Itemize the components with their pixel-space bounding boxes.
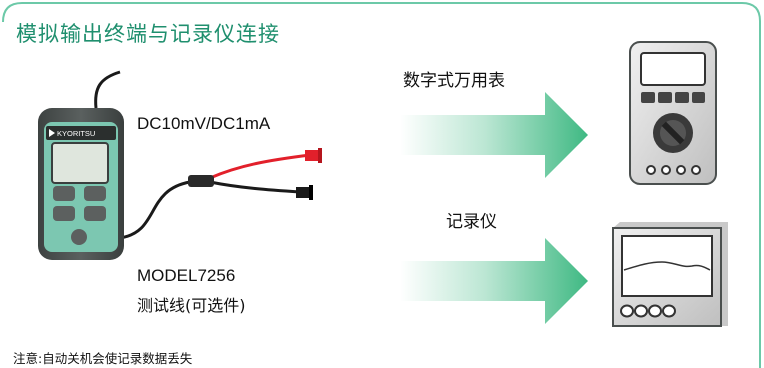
recorder-trace — [623, 261, 711, 271]
recorder-instrument — [612, 222, 728, 327]
device-key-1 — [53, 186, 75, 201]
recorder-label: 记录仪 — [446, 212, 497, 232]
brand-logo-text: KYORITSU — [57, 129, 95, 138]
test-leads-label: 测试线(可选件) — [137, 296, 246, 315]
device-power-button — [71, 229, 87, 245]
signal-label: DC10mV/DC1mA — [137, 114, 271, 133]
page-title: 模拟输出终端与记录仪连接 — [16, 22, 280, 46]
lead-cables — [94, 70, 322, 240]
device-key-4 — [84, 206, 106, 221]
device-key-2 — [84, 186, 106, 201]
red-lead-plug — [305, 150, 319, 161]
black-lead-plug — [296, 187, 310, 198]
arrow-to-recorder — [400, 238, 588, 324]
model-label: MODEL7256 — [137, 266, 236, 285]
digital-multimeter — [629, 41, 717, 185]
kyoritsu-device — [38, 108, 124, 260]
auto-power-off-note: 注意:自动关机会使记录数据丢失 — [13, 351, 193, 366]
multimeter-label: 数字式万用表 — [403, 71, 505, 91]
arrow-to-multimeter — [400, 92, 588, 178]
device-key-3 — [53, 206, 75, 221]
